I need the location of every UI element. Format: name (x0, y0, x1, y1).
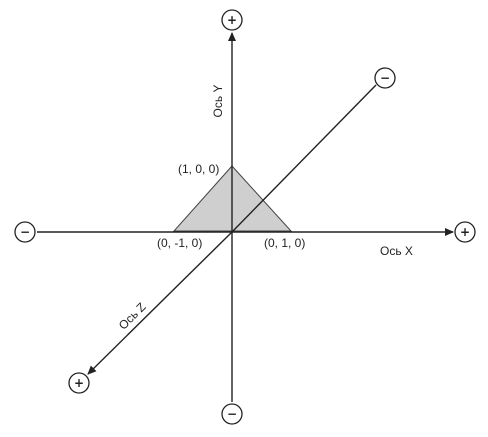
y-negative-sign: − (221, 403, 243, 425)
z-axis-negative-line (231, 84, 377, 233)
x-axis-label: Ось X (380, 244, 413, 258)
y-positive-sign-text: + (227, 13, 237, 27)
x-positive-sign-text: + (460, 225, 470, 239)
y-negative-circle (221, 403, 243, 425)
z-negative-sign-text: − (380, 71, 390, 85)
x-negative-sign: − (14, 221, 36, 243)
z-negative-circle (374, 67, 396, 89)
z-positive-sign-text: + (74, 376, 84, 390)
z-positive-circle (68, 372, 90, 394)
z-axis-positive-line (87, 231, 233, 375)
x-positive-sign: + (454, 221, 476, 243)
vertex-label-top: (1, 0, 0) (178, 162, 219, 176)
z-positive-sign: + (68, 372, 90, 394)
x-positive-circle (454, 221, 476, 243)
z-axis-label: Ось Z (116, 300, 149, 333)
x-negative-circle (14, 221, 36, 243)
y-negative-sign-text: − (227, 407, 237, 421)
y-axis-label: Ось Y (211, 85, 225, 118)
z-negative-sign: − (374, 67, 396, 89)
vertex-label-left: (0, -1, 0) (157, 236, 202, 250)
x-negative-sign-text: − (20, 225, 30, 239)
y-positive-circle (221, 9, 243, 31)
vertex-label-right: (0, 1, 0) (264, 236, 305, 250)
y-positive-sign: + (221, 9, 243, 31)
